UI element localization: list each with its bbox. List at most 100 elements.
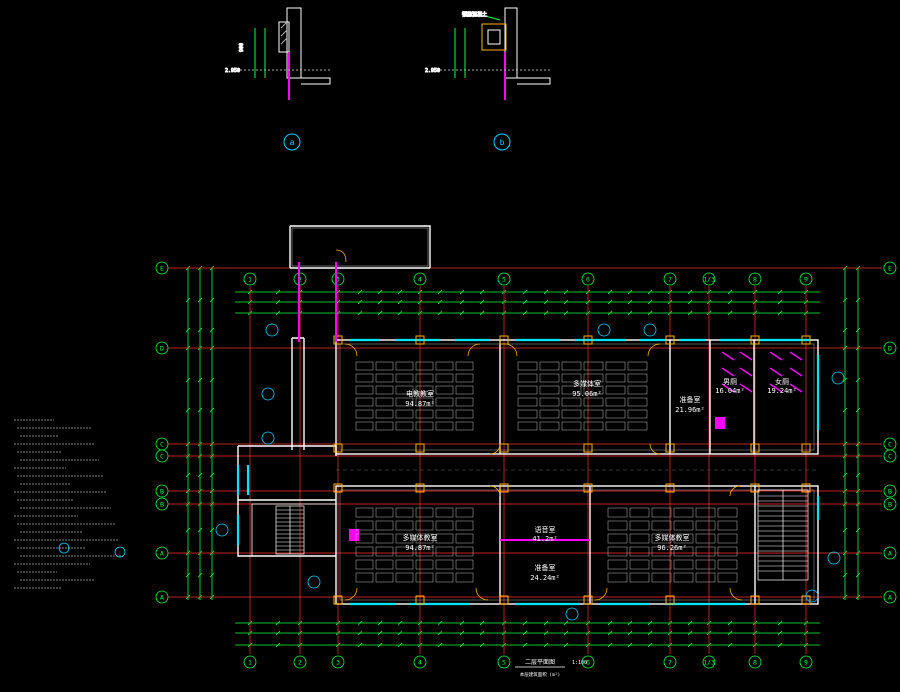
room-area: 16.04m²	[715, 387, 745, 395]
dimension-tick	[842, 472, 848, 478]
grid-bubble-label: D	[888, 345, 892, 353]
dimension-tick	[459, 630, 465, 636]
grid-bubble-label: 3	[336, 276, 340, 284]
desk	[455, 361, 474, 371]
desk	[455, 507, 474, 518]
dimension-tick	[522, 299, 528, 305]
desk	[561, 385, 582, 395]
desk	[415, 421, 434, 431]
dimension-tick	[627, 620, 633, 626]
dimension-tick	[563, 642, 569, 648]
dimension-tick	[647, 310, 653, 316]
desk	[415, 385, 434, 395]
desk	[375, 533, 394, 544]
dimension-tick	[627, 299, 633, 305]
column	[415, 443, 425, 453]
grid-bubble	[331, 655, 345, 669]
desk	[415, 409, 434, 419]
column	[665, 443, 675, 453]
desk	[355, 361, 374, 371]
desk	[375, 520, 394, 531]
dimension-tick	[647, 289, 653, 295]
dimension-tick	[727, 642, 733, 648]
desk	[395, 546, 414, 557]
desk	[673, 572, 694, 583]
dimension-tick	[197, 377, 203, 383]
desk	[605, 385, 626, 395]
grid-bubble-label: 1/3	[703, 276, 715, 284]
grid-bubble	[331, 272, 345, 286]
desk	[629, 520, 650, 531]
dimension-tick	[687, 620, 693, 626]
desk	[539, 373, 560, 383]
detail-label-a: a	[290, 138, 295, 147]
svg-text:2.950: 2.950	[225, 68, 240, 74]
desk	[717, 507, 738, 518]
dimension-tick	[607, 642, 613, 648]
desk	[395, 533, 414, 544]
svg-text:2.950: 2.950	[425, 68, 440, 74]
dimension-tick	[397, 630, 403, 636]
dimension-tick	[855, 472, 861, 478]
desk	[673, 507, 694, 518]
grid-bubble	[883, 590, 897, 604]
wall-detail-b: 钢筋混凝土 2.950	[425, 7, 551, 100]
column	[333, 335, 343, 345]
dimension-tick	[842, 377, 848, 383]
desk	[627, 421, 648, 431]
desk	[435, 520, 454, 531]
column	[801, 443, 811, 453]
dimension-tick	[397, 299, 403, 305]
doors	[344, 343, 743, 601]
grid-bubble-label: B	[888, 488, 892, 496]
desk	[695, 520, 716, 531]
desk	[395, 385, 414, 395]
room-area: 95.06m²	[572, 390, 602, 398]
desk	[355, 572, 374, 583]
desk	[561, 409, 582, 419]
column	[583, 443, 593, 453]
desk	[607, 520, 628, 531]
column	[583, 335, 593, 345]
grid-bubble	[155, 341, 169, 355]
grid-bubble-label: D	[160, 345, 164, 353]
desk	[695, 572, 716, 583]
desk	[629, 533, 650, 544]
dimension-tick	[185, 527, 191, 533]
desk	[435, 546, 454, 557]
dimension-tick	[727, 620, 733, 626]
grid-bubble	[155, 484, 169, 498]
grid-bubble	[413, 655, 427, 669]
desk	[395, 507, 414, 518]
dimension-tick	[687, 642, 693, 648]
dimension-tick	[607, 630, 613, 636]
dimension-tick	[522, 630, 528, 636]
column	[499, 443, 509, 453]
desk	[607, 572, 628, 583]
dimension-tick	[357, 620, 363, 626]
stair-left-steps	[276, 509, 304, 551]
dimension-tick	[563, 620, 569, 626]
dimension-tick	[397, 310, 403, 316]
column	[750, 443, 760, 453]
desk	[651, 546, 672, 557]
desk	[605, 397, 626, 407]
dimension-tick	[437, 310, 443, 316]
room-name: 准备室	[535, 563, 556, 572]
dimension-tick	[687, 289, 693, 295]
desk	[539, 397, 560, 407]
dimension-tick	[687, 310, 693, 316]
desk	[627, 361, 648, 371]
dimension-tick	[209, 472, 215, 478]
dimension-tick	[209, 527, 215, 533]
dimension-tick	[855, 407, 861, 413]
desk	[395, 397, 414, 407]
section-markers	[58, 323, 845, 621]
dimension-tick	[543, 642, 549, 648]
building-walls	[237, 225, 819, 605]
grid-bubble	[243, 272, 257, 286]
dimension-tick	[543, 289, 549, 295]
desk	[455, 421, 474, 431]
desk	[355, 507, 374, 518]
